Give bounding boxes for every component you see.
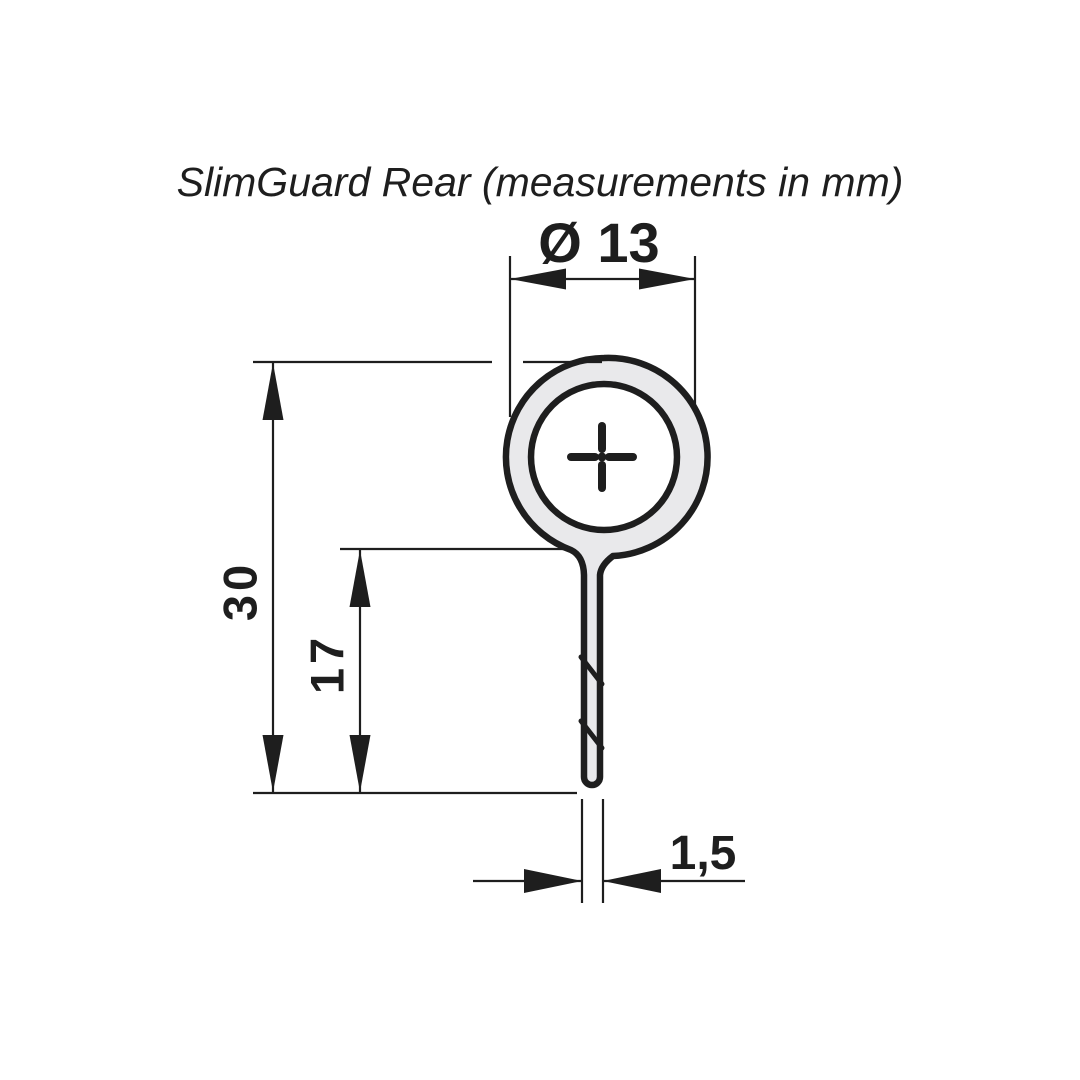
stem-break-marks (578, 654, 605, 751)
arrow-up-icon (262, 363, 284, 420)
arrow-up-icon (349, 550, 371, 607)
profile-cross-section (502, 354, 711, 789)
center-mark-dot (597, 452, 607, 462)
stem-height-dimension-label: 17 (301, 634, 354, 694)
diagram-title: SlimGuard Rear (measurements in mm) (177, 159, 904, 205)
diameter-dimension-label: Ø 13 (538, 211, 659, 274)
diameter-dimension: Ø 13 (508, 211, 697, 417)
arrow-left-icon (510, 268, 566, 290)
stem-height-dimension: 17 (301, 547, 567, 792)
arrow-right-icon (639, 268, 695, 290)
profile-outline (502, 354, 711, 789)
arrow-down-icon (262, 735, 284, 792)
arrow-down-icon (349, 735, 371, 792)
thickness-dimension: 1,5 (473, 799, 745, 903)
break-mark-line (578, 654, 605, 687)
arrow-left-icon (603, 869, 661, 893)
overall-height-dimension: 30 (214, 360, 602, 795)
thickness-dimension-label: 1,5 (670, 827, 737, 880)
break-mark-line (578, 718, 605, 751)
arrow-right-icon (524, 869, 582, 893)
center-mark-icon (567, 422, 637, 492)
overall-height-dimension-label: 30 (214, 561, 267, 621)
